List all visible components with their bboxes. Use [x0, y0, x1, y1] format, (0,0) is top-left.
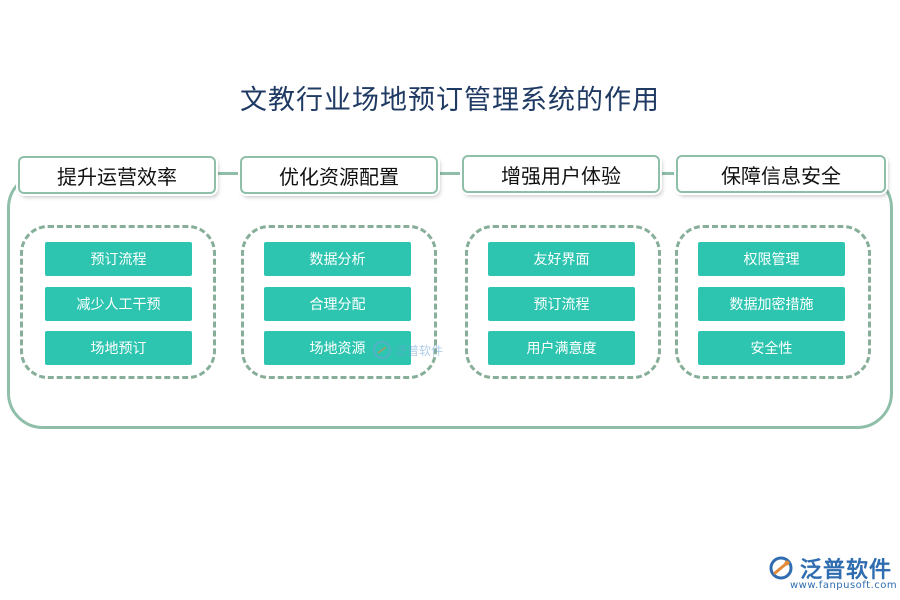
watermark: 泛普软件 [372, 340, 443, 360]
brand-name: 泛普软件 [800, 558, 893, 583]
list-item: 预订流程 [45, 242, 192, 276]
column-header-security: 保障信息安全 [676, 155, 886, 193]
diagram-title: 文教行业场地预订管理系统的作用 [240, 85, 660, 116]
column-header-resources: 优化资源配置 [240, 156, 438, 194]
list-item: 减少人工干预 [45, 287, 192, 321]
column-group-security: 权限管理 数据加密措施 安全性 [675, 225, 871, 379]
watermark-logo-icon [373, 341, 391, 359]
column-header-efficiency: 提升运营效率 [18, 156, 216, 194]
brand-logo-icon [769, 556, 793, 580]
list-item: 场地资源 [264, 331, 411, 365]
column-group-experience: 友好界面 预订流程 用户满意度 [465, 225, 661, 379]
brand-url: www.fanpusoft.com [790, 580, 898, 591]
list-item: 预订流程 [488, 287, 635, 321]
list-item: 权限管理 [698, 242, 845, 276]
column-group-resources: 数据分析 合理分配 场地资源 [241, 225, 437, 379]
column-group-efficiency: 预订流程 减少人工干预 场地预订 [20, 225, 216, 379]
column-header-experience: 增强用户体验 [462, 155, 660, 193]
brand-logo: 泛普软件 [768, 552, 892, 584]
list-item: 场地预订 [45, 331, 192, 365]
list-item: 用户满意度 [488, 331, 635, 365]
list-item: 友好界面 [488, 242, 635, 276]
watermark-text: 泛普软件 [395, 343, 444, 358]
list-item: 合理分配 [264, 287, 411, 321]
list-item: 数据加密措施 [698, 287, 845, 321]
list-item: 安全性 [698, 331, 845, 365]
list-item: 数据分析 [264, 242, 411, 276]
